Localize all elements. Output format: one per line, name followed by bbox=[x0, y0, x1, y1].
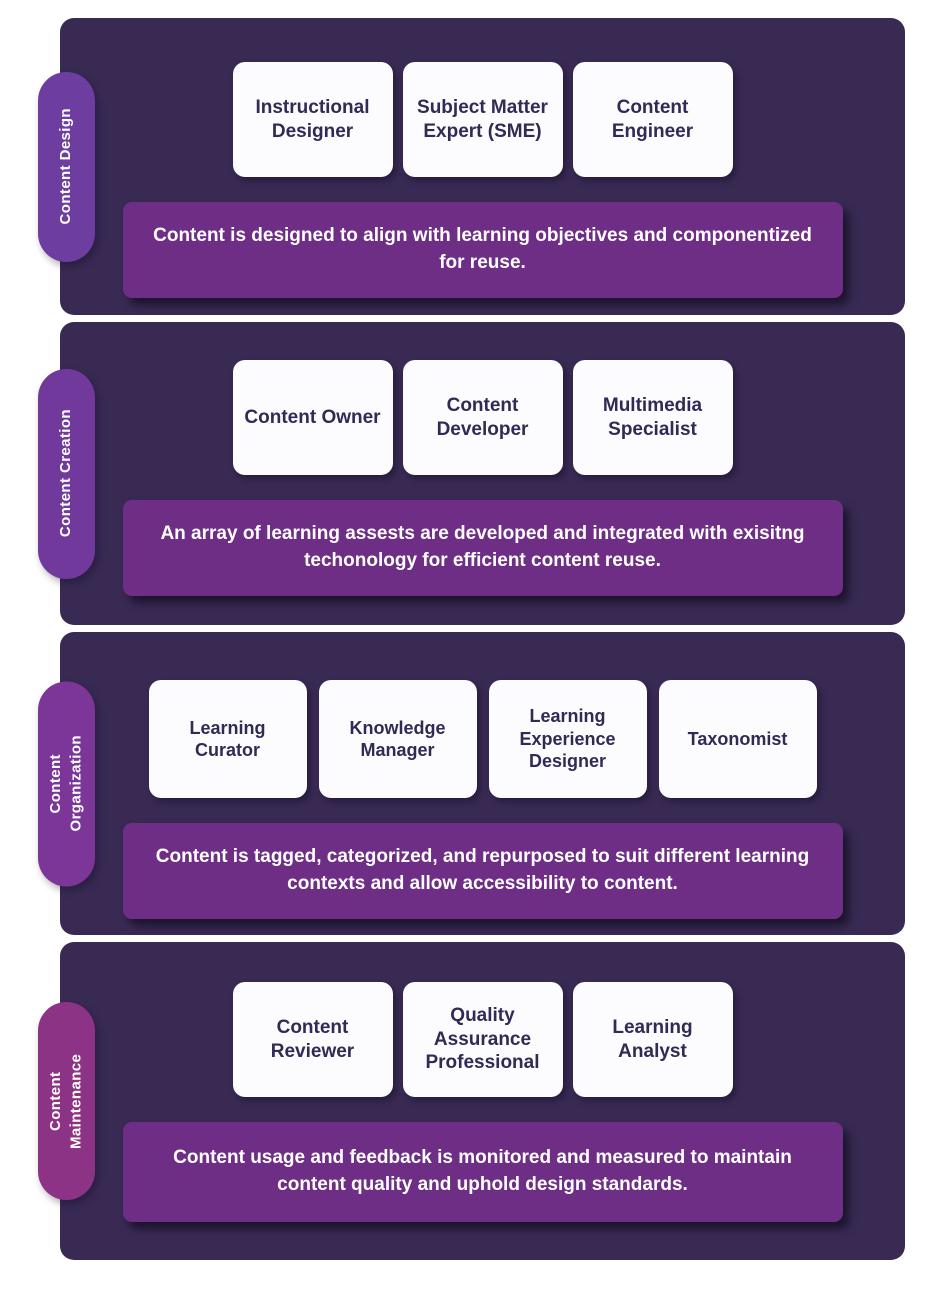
pill-label: Content Creation bbox=[57, 409, 75, 538]
description-text: Content is tagged, categorized, and repu… bbox=[155, 846, 810, 894]
role-card: Subject Matter Expert (SME) bbox=[402, 62, 563, 177]
description-text: An array of learning assests are develop… bbox=[160, 523, 805, 571]
pill-content-design: Content Design bbox=[38, 71, 95, 262]
role-card: Taxonomist bbox=[658, 680, 817, 798]
pill-content-maintenance: Content Maintenance bbox=[38, 1002, 95, 1200]
role-card: Content Engineer bbox=[572, 62, 733, 177]
pill-label: Content Maintenance bbox=[47, 1053, 85, 1149]
description-text: Content is designed to align with learni… bbox=[153, 225, 812, 273]
role-card: Content Developer bbox=[402, 360, 563, 475]
role-card-row: Content Owner Content Developer Multimed… bbox=[60, 322, 905, 475]
pill-label: Content Organization bbox=[47, 735, 85, 832]
role-label: Content Developer bbox=[436, 394, 529, 440]
role-label: Content Owner bbox=[244, 406, 381, 428]
description-banner: Content is designed to align with learni… bbox=[122, 202, 843, 298]
role-label: Knowledge Manager bbox=[349, 717, 446, 761]
description-banner: Content is tagged, categorized, and repu… bbox=[122, 823, 843, 919]
role-card: Knowledge Manager bbox=[318, 680, 477, 798]
role-card: Instructional Designer bbox=[232, 62, 393, 177]
role-label: Taxonomist bbox=[687, 728, 788, 749]
section-stack: Content Design Instructional Designer Su… bbox=[38, 18, 905, 1260]
role-card: Content Owner bbox=[232, 360, 393, 475]
description-banner: Content usage and feedback is monitored … bbox=[122, 1122, 843, 1222]
section-content-organization: Content Organization Learning Curator Kn… bbox=[38, 632, 905, 935]
role-card-row: Content Reviewer Quality Assurance Profe… bbox=[60, 942, 905, 1097]
section-content-maintenance: Content Maintenance Content Reviewer Qua… bbox=[38, 942, 905, 1260]
role-label: Subject Matter Expert (SME) bbox=[417, 96, 548, 142]
role-label: Learning Experience Designer bbox=[519, 706, 616, 772]
role-card: Content Reviewer bbox=[232, 982, 393, 1097]
role-label: Content Engineer bbox=[611, 96, 694, 142]
pill-content-organization: Content Organization bbox=[38, 681, 95, 886]
role-card: Learning Experience Designer bbox=[488, 680, 647, 798]
role-label: Content Reviewer bbox=[270, 1016, 355, 1062]
role-card-row: Instructional Designer Subject Matter Ex… bbox=[60, 18, 905, 177]
description-text: Content usage and feedback is monitored … bbox=[173, 1147, 792, 1195]
role-card: Multimedia Specialist bbox=[572, 360, 733, 475]
role-card: Learning Analyst bbox=[572, 982, 733, 1097]
role-label: Quality Assurance Professional bbox=[425, 1004, 540, 1074]
role-label: Learning Analyst bbox=[612, 1016, 693, 1062]
role-label: Multimedia Specialist bbox=[602, 394, 703, 440]
role-card: Quality Assurance Professional bbox=[402, 982, 563, 1097]
section-content-creation: Content Creation Content Owner Content D… bbox=[38, 322, 905, 625]
pill-label: Content Design bbox=[57, 108, 75, 225]
pill-content-creation: Content Creation bbox=[38, 368, 95, 579]
role-label: Instructional Designer bbox=[255, 96, 370, 142]
role-card-row: Learning Curator Knowledge Manager Learn… bbox=[60, 632, 905, 798]
role-card: Learning Curator bbox=[148, 680, 307, 798]
role-label: Learning Curator bbox=[189, 717, 266, 761]
description-banner: An array of learning assests are develop… bbox=[122, 500, 843, 596]
section-content-design: Content Design Instructional Designer Su… bbox=[38, 18, 905, 315]
